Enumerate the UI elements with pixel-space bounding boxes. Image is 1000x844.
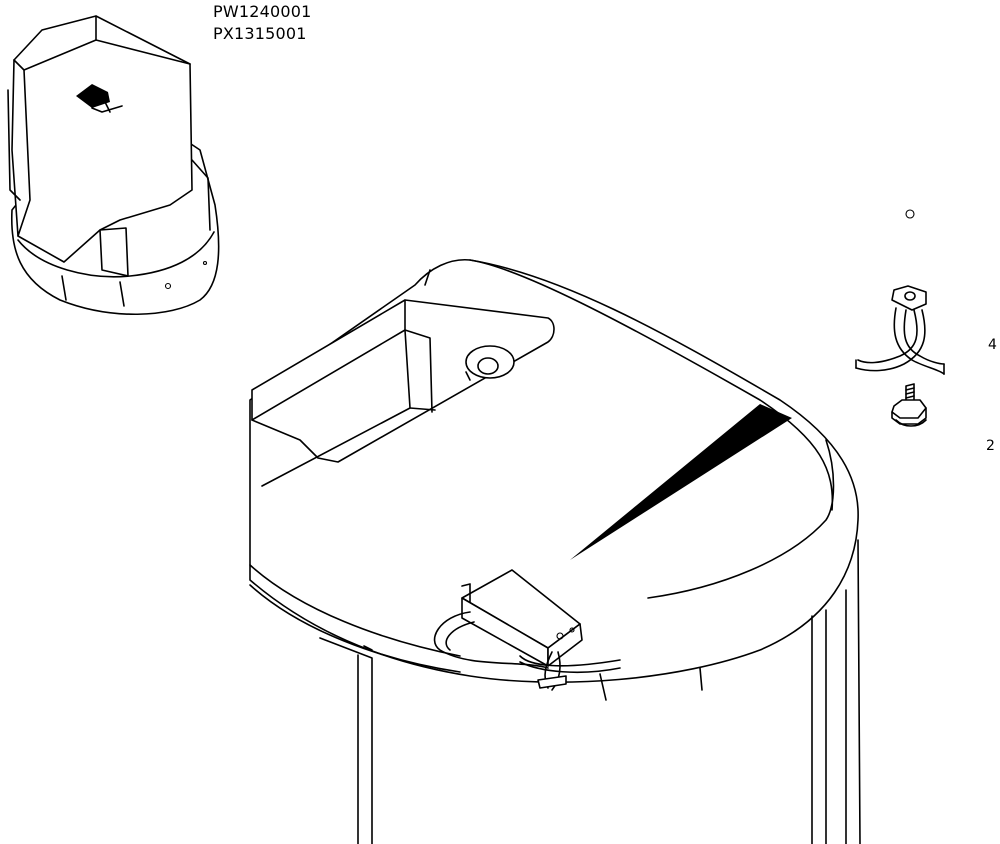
locator-thumbnail	[7, 15, 220, 316]
decal-stripe	[570, 404, 792, 560]
part-bolt	[891, 383, 927, 427]
electrical-unit	[433, 569, 621, 691]
cab-roof-assembly	[249, 258, 861, 844]
serial-number-2: PX1315001	[213, 24, 307, 43]
callout-2: 2	[986, 438, 995, 454]
part-ground-wire	[855, 209, 945, 375]
serial-number-1: PW1240001	[213, 2, 312, 21]
callout-4: 4	[988, 337, 997, 353]
highlight-area	[76, 84, 110, 108]
